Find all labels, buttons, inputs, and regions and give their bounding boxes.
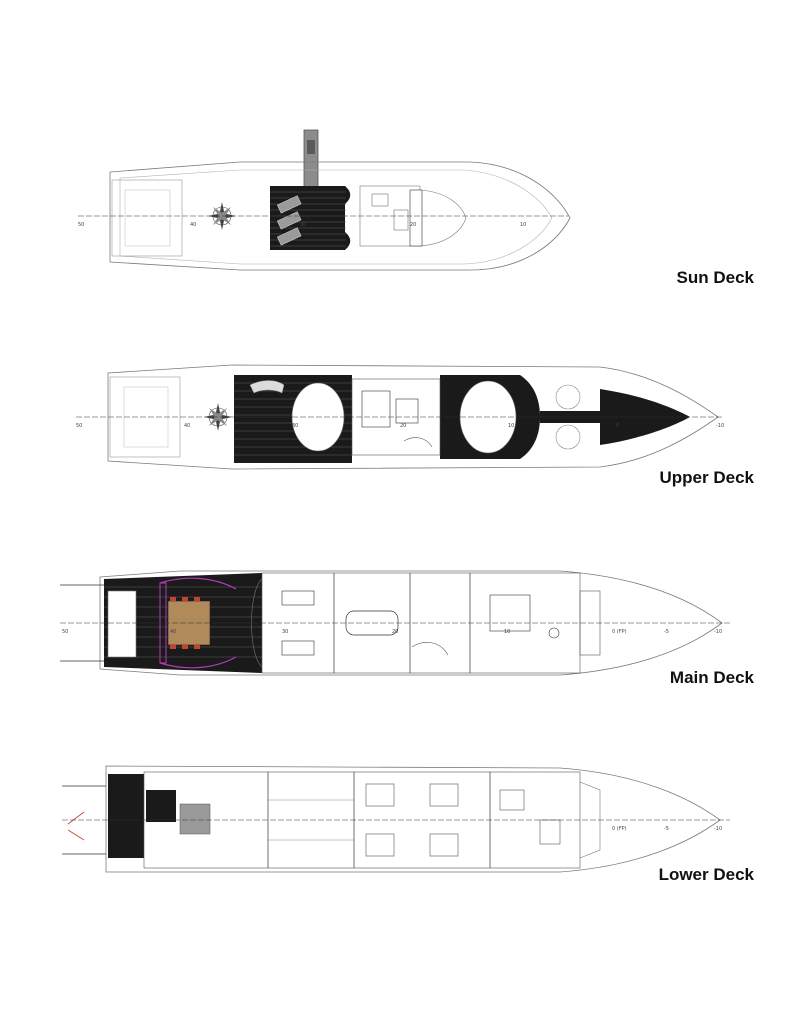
tick-label: 20 — [400, 423, 406, 429]
upper-deck-plan: 50 40 30 20 10 0 -10 Upper Deck — [0, 345, 800, 495]
sun-deck-plan: 50 40 30 20 10 Sun Deck — [0, 120, 800, 290]
tick-label: 20 — [410, 222, 416, 228]
tick-label: 30 — [282, 629, 288, 635]
tick-label: -5 — [664, 826, 669, 832]
tick-label: -10 — [714, 629, 722, 635]
tick-label: 0 (FP) — [612, 629, 627, 635]
tick-label: 40 — [170, 629, 176, 635]
tick-label: -5 — [664, 629, 669, 635]
lower-garage — [146, 790, 176, 822]
main-deck-plan: 50 40 30 20 10 0 (FP) -5 -10 Main Deck — [0, 555, 800, 700]
sun-deck-hull-outline — [109, 161, 571, 271]
lower-deck-label: Lower Deck — [658, 865, 754, 884]
sun-deck-drawing: 50 40 30 20 10 — [78, 129, 571, 271]
sun-deck-label: Sun Deck — [676, 268, 754, 287]
tick-label: 40 — [184, 423, 190, 429]
tick-label: 10 — [508, 423, 514, 429]
main-deck-drawing: 50 40 30 20 10 0 (FP) -5 -10 — [60, 570, 730, 676]
main-aft-arc — [159, 577, 237, 669]
tick-label: -10 — [716, 423, 724, 429]
upper-deck-drawing: 50 40 30 20 10 0 -10 — [76, 364, 724, 470]
sun-deck-inner-outline — [119, 169, 553, 265]
lower-beach-club — [108, 774, 144, 858]
bow-hatch — [555, 384, 581, 410]
mast-top — [307, 140, 315, 154]
tick-label: -10 — [714, 826, 722, 832]
tick-label: 30 — [300, 222, 306, 228]
tick-label: 0 (FP) — [612, 826, 627, 832]
tick-label: 50 — [62, 629, 68, 635]
tick-label: 50 — [78, 222, 84, 228]
tick-label: 10 — [504, 629, 510, 635]
main-aft-sofa — [107, 590, 137, 658]
lower-deck-plan: 0 (FP) -5 -10 Lower Deck — [0, 760, 800, 895]
tick-label: 30 — [292, 423, 298, 429]
tick-label: 0 — [616, 423, 619, 429]
lower-deck-drawing: 0 (FP) -5 -10 — [62, 765, 730, 873]
tick-label: 10 — [520, 222, 526, 228]
tick-label: 50 — [76, 423, 82, 429]
upper-deck-label: Upper Deck — [659, 468, 754, 487]
main-deck-label: Main Deck — [669, 668, 754, 687]
tick-label: 20 — [392, 629, 398, 635]
tick-label: 40 — [190, 222, 196, 228]
aft-lounge — [111, 179, 183, 257]
sun-loungers — [277, 195, 302, 246]
